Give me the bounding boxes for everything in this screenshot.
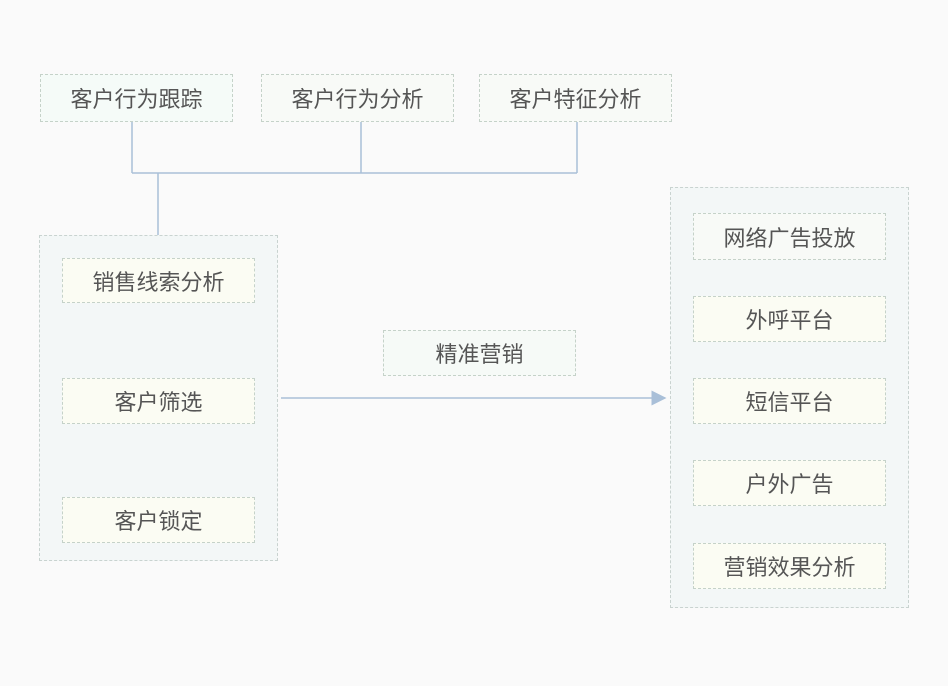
channel-online-ads: 网络广告投放 <box>693 213 886 260</box>
channel-outbound-call: 外呼平台 <box>693 296 886 342</box>
step-customer-lock: 客户锁定 <box>62 497 255 543</box>
top-node-behavior-tracking: 客户行为跟踪 <box>40 74 233 122</box>
top-node-behavior-analysis: 客户行为分析 <box>261 74 454 122</box>
top-node-feature-analysis: 客户特征分析 <box>479 74 672 122</box>
channel-effect-analysis: 营销效果分析 <box>693 543 886 589</box>
channel-outdoor-ads: 户外广告 <box>693 460 886 506</box>
precision-marketing-label: 精准营销 <box>383 330 576 376</box>
channel-sms: 短信平台 <box>693 378 886 424</box>
step-customer-filter: 客户筛选 <box>62 378 255 424</box>
step-lead-analysis: 销售线索分析 <box>62 258 255 303</box>
